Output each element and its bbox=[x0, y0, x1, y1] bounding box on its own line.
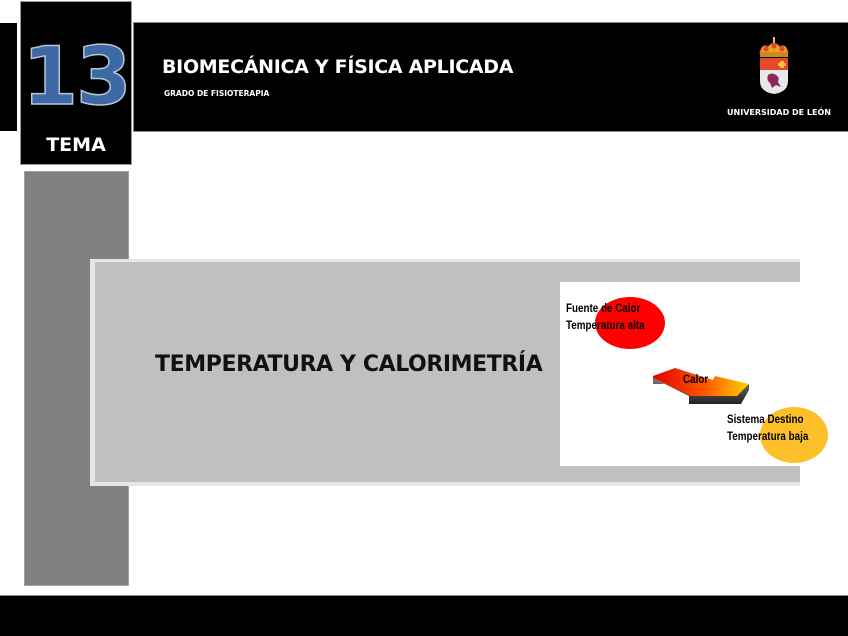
heat-source-line2: Temperatura alta bbox=[566, 318, 645, 332]
header-bar: BIOMECÁNICA Y FÍSICA APLICADA GRADO DE F… bbox=[134, 23, 848, 131]
heat-source-line1: Fuente de Calor bbox=[566, 301, 641, 315]
tema-number: 13 bbox=[22, 30, 133, 123]
target-system-label: Sistema Destino Temperatura baja bbox=[727, 411, 808, 445]
university-crest-icon bbox=[759, 37, 789, 94]
heat-flow-arrow-icon bbox=[653, 368, 749, 404]
lesson-title: TEMPERATURA Y CALORIMETRÍA bbox=[155, 352, 543, 377]
heat-source-circle bbox=[595, 297, 665, 349]
footer-bar bbox=[0, 596, 848, 636]
course-title: BIOMECÁNICA Y FÍSICA APLICADA bbox=[162, 56, 514, 78]
university-name: UNIVERSIDAD DE LEÓN bbox=[727, 108, 831, 117]
tema-tile: 13 TEMA bbox=[21, 2, 133, 164]
target-system-line2: Temperatura baja bbox=[727, 429, 809, 443]
target-system-circle bbox=[760, 407, 828, 463]
tema-label: TEMA bbox=[46, 134, 106, 156]
heat-flow-label: Calor bbox=[683, 372, 709, 386]
target-system-line1: Sistema Destino bbox=[727, 412, 804, 426]
heat-source-label: Fuente de Calor Temperatura alta bbox=[566, 300, 645, 334]
course-subtitle: GRADO DE FISIOTERAPIA bbox=[164, 89, 270, 98]
left-header-stub bbox=[0, 23, 17, 131]
